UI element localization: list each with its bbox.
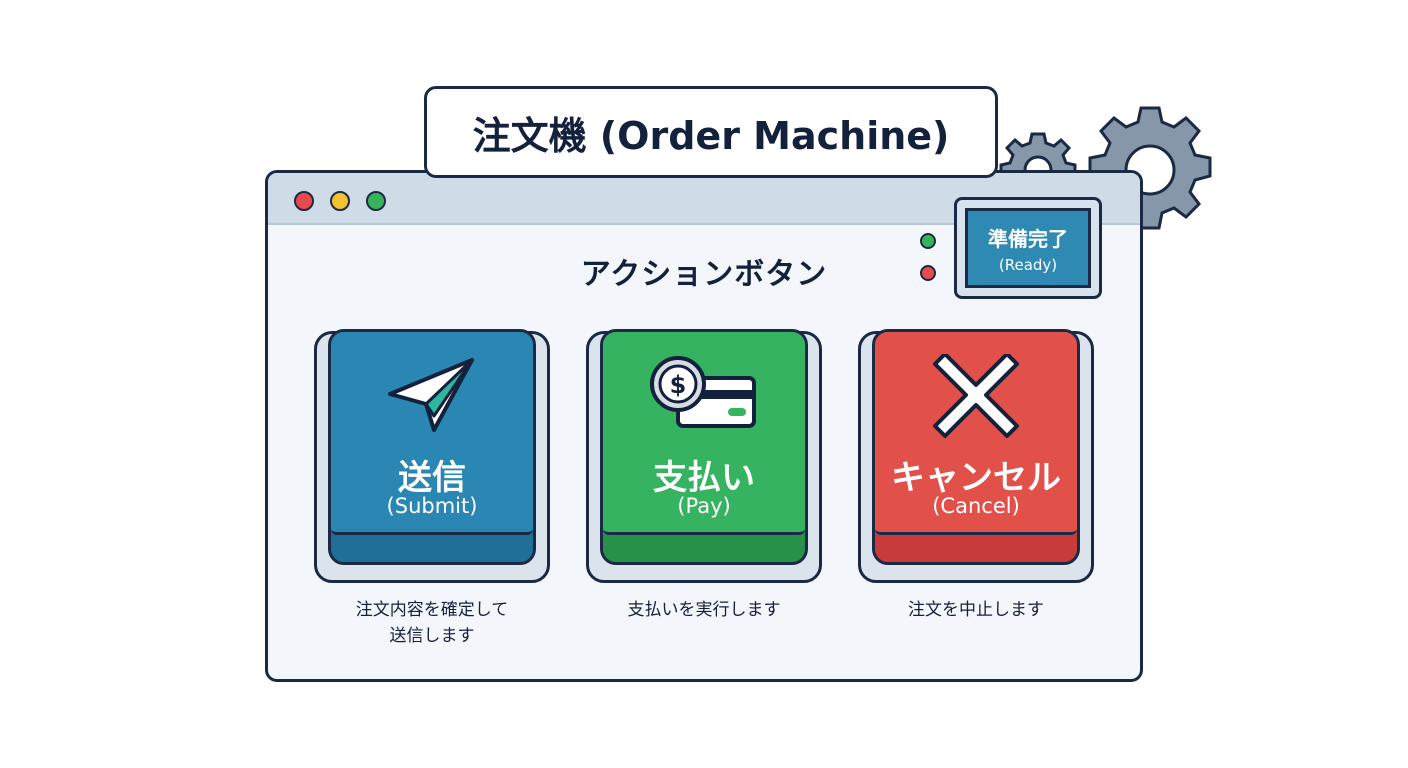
app-title-box: 注文機 (Order Machine) — [424, 86, 998, 178]
section-title: アクションボタン — [580, 257, 828, 292]
submit-button-sublabel: (Submit) — [386, 494, 478, 518]
coin-card-icon: $ — [650, 356, 756, 428]
window-minimize-button[interactable] — [330, 191, 350, 211]
pay-button[interactable]: $ 支払い (Pay) — [600, 329, 808, 565]
cancel-description: 注文を中止します — [908, 600, 1044, 620]
status-text: 準備完了 — [988, 226, 1068, 251]
cancel-button-label: キャンセル — [891, 458, 1061, 498]
paper-plane-icon — [388, 358, 474, 432]
window-maximize-button[interactable] — [366, 191, 386, 211]
cancel-button-sublabel: (Cancel) — [932, 494, 1020, 518]
submit-button-label: 送信 — [398, 458, 466, 498]
submit-button[interactable]: 送信 (Submit) — [328, 329, 536, 565]
pay-description: 支払いを実行します — [627, 600, 781, 620]
x-icon — [933, 354, 1019, 438]
status-led-red — [920, 265, 936, 281]
status-led-green — [920, 233, 936, 249]
app-title: 注文機 (Order Machine) — [472, 113, 950, 158]
status-screen: 準備完了 (Ready) — [965, 208, 1091, 288]
cancel-button[interactable]: キャンセル (Cancel) — [872, 329, 1080, 565]
pay-button-sublabel: (Pay) — [677, 494, 731, 518]
svg-text:$: $ — [670, 371, 687, 399]
submit-button-face — [331, 332, 533, 535]
pay-button-face — [603, 332, 805, 535]
status-display: 準備完了 (Ready) — [954, 197, 1102, 299]
status-subtext: (Ready) — [998, 255, 1058, 274]
window-close-button[interactable] — [294, 191, 314, 211]
order-machine-window: アクションボタン 準備完了 (Ready) 送信 (Submit) — [265, 170, 1143, 682]
submit-description: 注文内容を確定して送信します — [355, 600, 509, 646]
pay-button-label: 支払い — [653, 458, 755, 498]
pay-button-frame: $ 支払い (Pay) — [586, 329, 822, 583]
submit-button-frame: 送信 (Submit) — [314, 329, 550, 583]
cancel-button-frame: キャンセル (Cancel) — [858, 329, 1094, 583]
cancel-button-face — [875, 332, 1077, 535]
